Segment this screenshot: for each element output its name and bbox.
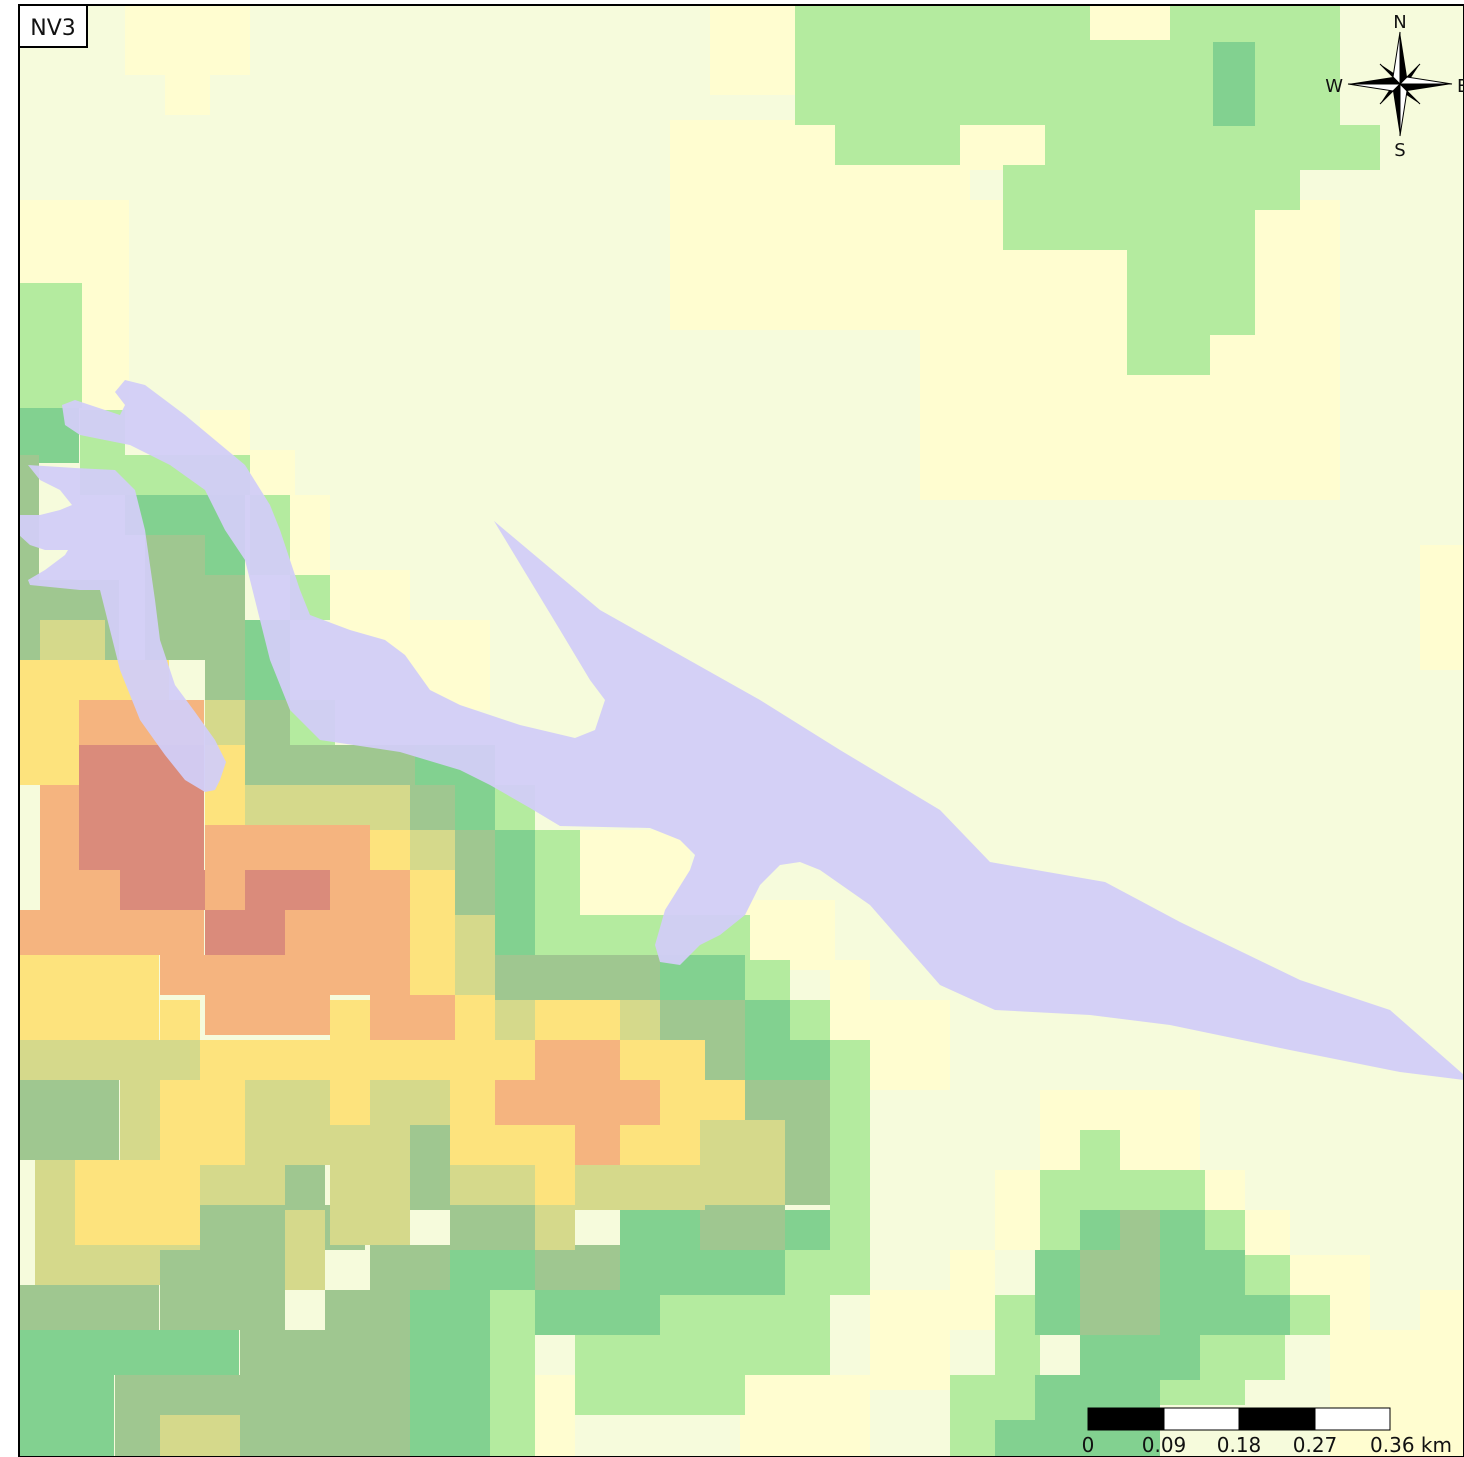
compass-south-label: S [1394, 140, 1405, 161]
terrain-raster [19, 5, 1464, 1457]
scale-tick-2: 0.18 [1217, 1433, 1262, 1457]
lake-polygon [62, 380, 1464, 1080]
panel-label: NV3 [18, 4, 88, 48]
water-body [19, 380, 1464, 1080]
compass-west-label: W [1325, 76, 1343, 97]
compass-rose-icon: N S E W [1325, 12, 1464, 161]
scale-tick-1: 0.09 [1142, 1433, 1187, 1457]
scale-tick-4: 0.36 km [1370, 1433, 1452, 1457]
map-border [18, 4, 1464, 1457]
scale-bar: 0 0.09 0.18 0.27 0.36 km [1082, 1407, 1452, 1457]
scale-tick-3: 0.27 [1293, 1433, 1338, 1457]
panel-label-text: NV3 [30, 16, 76, 41]
scale-tick-0: 0 [1082, 1433, 1095, 1457]
lake-inlet-west [19, 465, 226, 792]
compass-north-label: N [1393, 12, 1406, 33]
compass-east-label: E [1457, 76, 1464, 97]
